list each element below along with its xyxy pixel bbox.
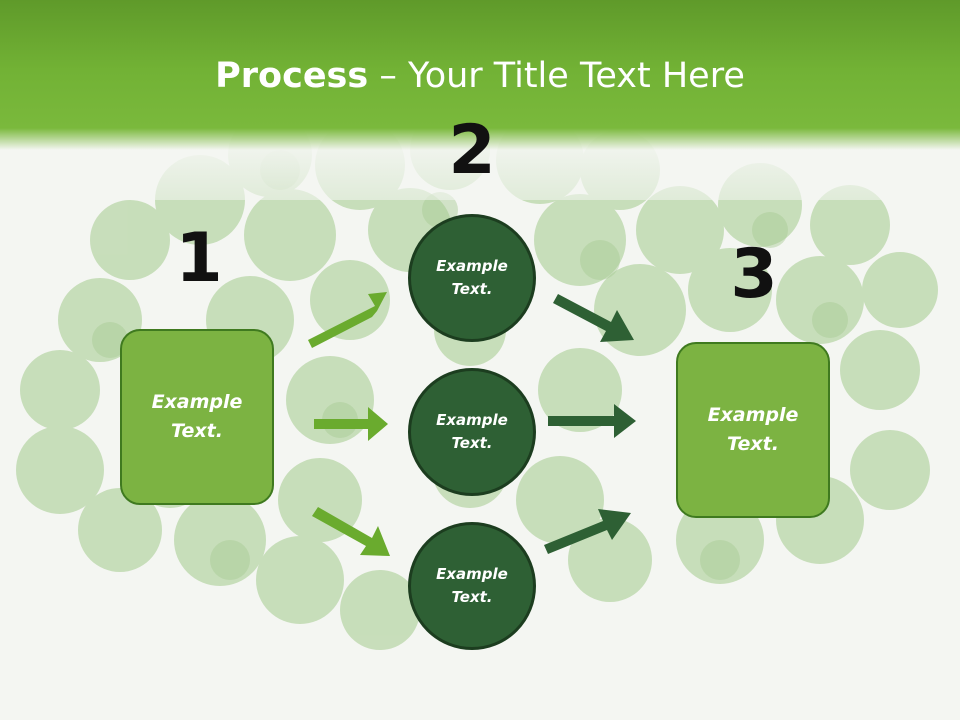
step-2-number: 2 [448, 111, 496, 190]
arrow-top-to-3 [553, 294, 634, 342]
step-2-circle-bottom: Example Text. [408, 522, 536, 650]
step-2-circle-middle: Example Text. [408, 368, 536, 496]
title-bold: Process [215, 56, 369, 96]
step-1-box: Example Text. [120, 329, 274, 505]
arrow-1-to-bottom [312, 507, 390, 556]
arrow-1-to-top [308, 292, 387, 348]
title-rest: – Your Title Text Here [368, 56, 745, 96]
arrow-1-to-middle [314, 407, 388, 441]
step-2-circle-top: Example Text. [408, 214, 536, 342]
arrow-middle-to-3 [548, 404, 636, 438]
step-1-number: 1 [175, 219, 223, 298]
header-band [0, 0, 960, 200]
arrow-bottom-to-3 [544, 509, 631, 554]
step-3-box: Example Text. [676, 342, 830, 518]
slide-title: Process – Your Title Text Here [0, 54, 960, 98]
step-3-number: 3 [730, 235, 778, 314]
